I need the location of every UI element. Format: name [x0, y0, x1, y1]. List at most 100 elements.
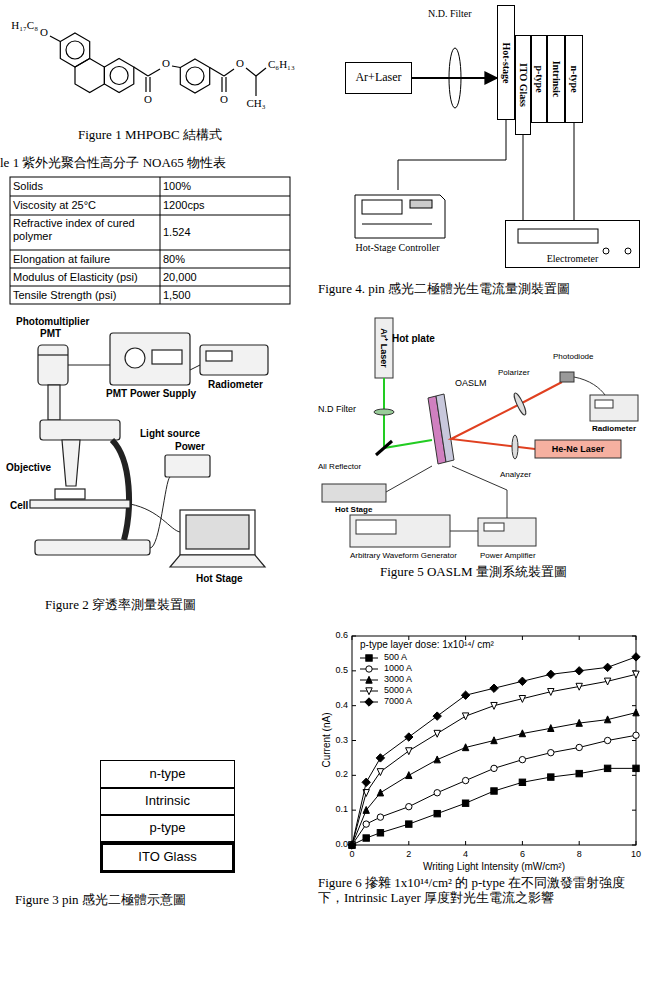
drawn-stroke [579, 636, 580, 640]
data-marker [365, 698, 373, 706]
part-label: Radiometer [208, 379, 263, 391]
layer-box: ITO Glass [100, 842, 235, 873]
part-label: Photomultiplier [16, 316, 89, 328]
chem-label: O [162, 57, 170, 70]
part-label: Radiometer [592, 424, 636, 433]
table-cell: Solids [13, 180, 43, 193]
figure-caption: Figure 6 摻雜 1x10¹⁴/cm² 的 p-type 在不同激發雷射強… [318, 876, 640, 906]
drawn-stroke [636, 636, 637, 640]
drawn-stroke [522, 841, 523, 845]
drawn-stroke [352, 775, 356, 776]
part-label: Polarizer [498, 368, 530, 377]
electrometer-device: Electrometer [505, 220, 640, 268]
data-marker [366, 688, 372, 695]
data-marker [518, 677, 526, 685]
data-marker [519, 730, 525, 737]
data-marker [576, 719, 582, 726]
drawn-stroke [632, 845, 636, 846]
drawn-stroke [603, 248, 609, 254]
legend-text: 500 A [384, 652, 407, 662]
figure-caption: Figure 3 pin 感光二極體示意圖 [15, 893, 186, 908]
drawn-stroke [362, 200, 402, 214]
drawn-stroke [352, 740, 356, 741]
data-line [352, 657, 636, 845]
figure-caption: Figure 2 穿透率測量裝置圖 [45, 598, 196, 613]
oaslm-setup [322, 318, 638, 547]
chem-label: H₁₇C₈ [11, 19, 38, 32]
layer-box: Intrinsic [100, 788, 235, 815]
drawn-stroke [352, 810, 356, 811]
part-label: All Reflector [318, 462, 361, 471]
legend-text: 1000 A [384, 663, 412, 673]
tick-label: 8 [577, 849, 582, 859]
tick-label: 10 [631, 849, 641, 859]
stack-layer: ITO Glass [515, 35, 531, 135]
data-marker [519, 756, 525, 762]
tick-label: 0.6 [335, 630, 348, 640]
node-label: p-type [149, 821, 185, 836]
part-label: Arbitrary Waveform Generator [350, 551, 457, 560]
data-marker [349, 841, 355, 848]
data-marker [548, 725, 554, 732]
part-label: Ar⁺ Laser [379, 328, 389, 368]
table-cell: Viscosity at 25°C [13, 199, 96, 212]
data-marker [434, 756, 440, 763]
data-marker [366, 676, 372, 683]
data-marker [406, 772, 412, 779]
data-line [352, 735, 636, 845]
data-marker [576, 744, 582, 750]
table-cell: 80% [163, 253, 185, 266]
part-label: Photodiode [553, 352, 593, 361]
drawn-stroke [352, 636, 356, 637]
node-label: Ar+Laser [355, 71, 401, 85]
drawn-stroke [518, 229, 598, 243]
data-marker [462, 744, 468, 751]
table-cell: 1.524 [163, 226, 191, 239]
table-cell: Tensile Strength (psi) [13, 289, 116, 302]
drawn-stroke [636, 841, 637, 845]
data-marker [604, 765, 610, 771]
table-cell: 20,000 [163, 271, 197, 284]
data-marker [633, 732, 639, 738]
part-label: Cell [10, 500, 28, 512]
table-cell: Elongation at failure [13, 253, 110, 266]
data-marker [434, 730, 440, 737]
axis-title: Current (nA) [321, 712, 333, 767]
data-marker [548, 689, 554, 696]
data-marker [377, 789, 383, 796]
data-line [352, 674, 636, 845]
data-marker [462, 713, 468, 720]
drawn-stroke [632, 810, 636, 811]
data-marker [366, 655, 372, 661]
node-label: Intrinsic [550, 61, 562, 98]
part-label: Hot plate [392, 333, 435, 345]
stack-layer: n-type [565, 35, 583, 123]
chem-label: O [220, 93, 228, 106]
data-marker [490, 684, 498, 692]
node-label: ITO Glass [517, 63, 529, 107]
controller-device: Hot-Stage Controller [350, 190, 445, 238]
drawn-stroke [522, 636, 523, 640]
table-cell: 1200cps [163, 199, 205, 212]
data-marker [377, 769, 383, 776]
legend-text: 3000 A [384, 674, 412, 684]
data-marker [363, 821, 369, 827]
wire [574, 123, 575, 220]
drawn-stroke [362, 224, 432, 225]
data-marker [575, 667, 583, 675]
data-marker [376, 754, 384, 762]
chart-frame [352, 636, 636, 845]
node-label: Hot-Stage Controller [355, 242, 439, 254]
node-label: n-type [568, 65, 580, 92]
chem-label: O [144, 93, 152, 106]
property-table [10, 177, 290, 304]
wire [398, 120, 506, 190]
drawn-stroke [352, 705, 356, 706]
chem-label: O [236, 57, 244, 70]
data-marker [491, 702, 497, 709]
part-label: Objective [6, 462, 51, 474]
drawn-stroke [625, 248, 631, 254]
table-cell: 1,500 [163, 289, 191, 302]
